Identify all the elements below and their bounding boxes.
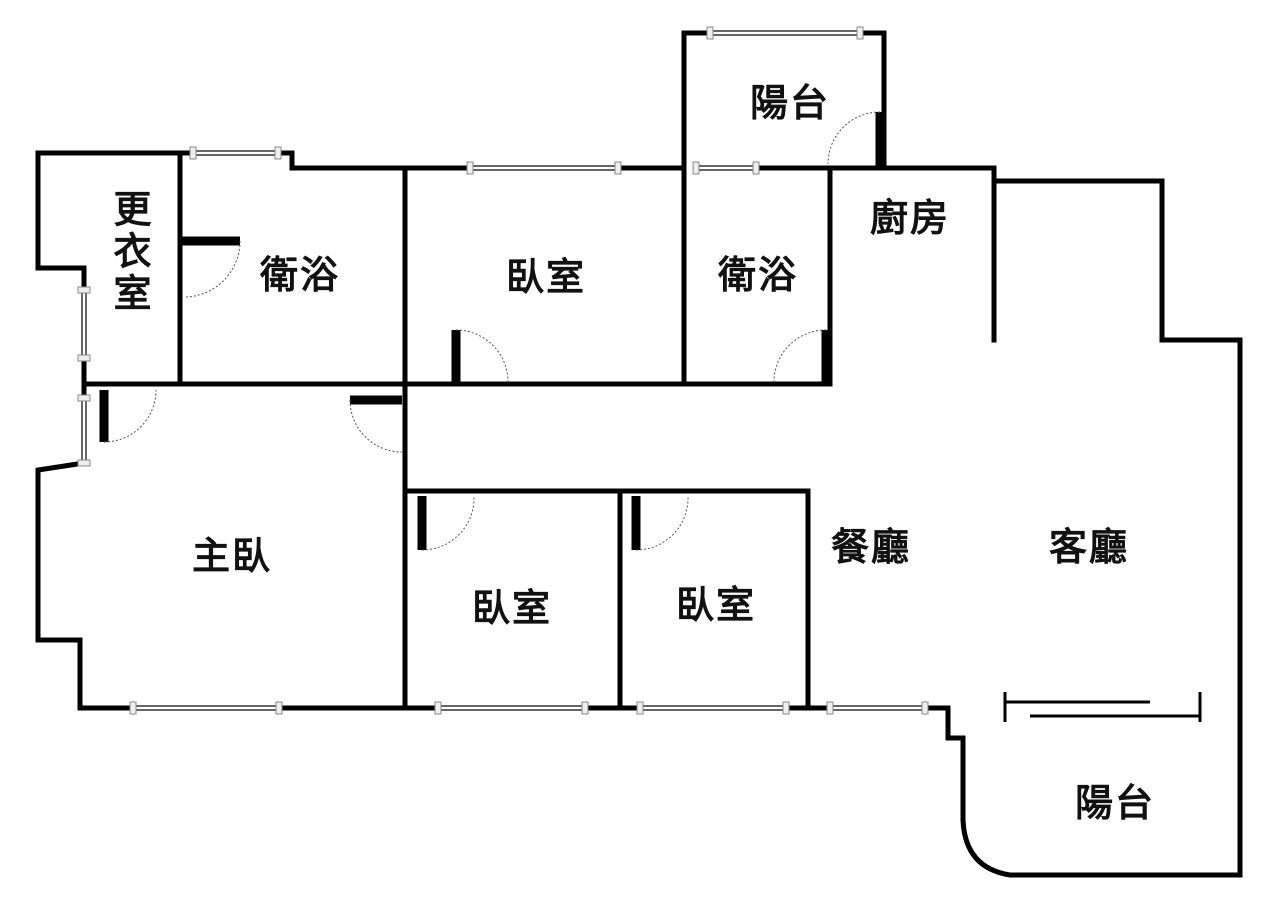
outer-wall-ne [945, 165, 1243, 878]
room-label-bedroom-top: 臥室 [505, 255, 587, 299]
sliding-door [1003, 692, 1202, 722]
door-jambs [99, 112, 885, 550]
room-label-kitchen: 廚房 [869, 196, 951, 240]
outer-wall-north-bath-right [275, 150, 408, 171]
room-label-balcony-top: 陽台 [749, 81, 831, 125]
outer-wall-master-west [35, 460, 87, 711]
room-label-bath-right: 衛浴 [717, 253, 799, 297]
room-label-living-room: 客廳 [1048, 525, 1130, 569]
room-label-bath-left: 衛浴 [259, 253, 341, 297]
room-label-master-bedroom: 主臥 [191, 534, 273, 578]
window-frames [77, 26, 929, 715]
outer-wall-west [35, 150, 183, 293]
room-label-bedroom-bottom-right: 臥室 [675, 583, 757, 627]
windows [81, 30, 925, 711]
room-label-dining-room: 餐廳 [830, 525, 912, 569]
room-label-changing-room: 更衣室 [107, 189, 151, 315]
room-label-bedroom-bottom-left: 臥室 [471, 586, 553, 630]
walls [35, 30, 1243, 878]
door-swings [103, 111, 881, 551]
room-label-balcony-bottom: 陽台 [1074, 781, 1156, 825]
